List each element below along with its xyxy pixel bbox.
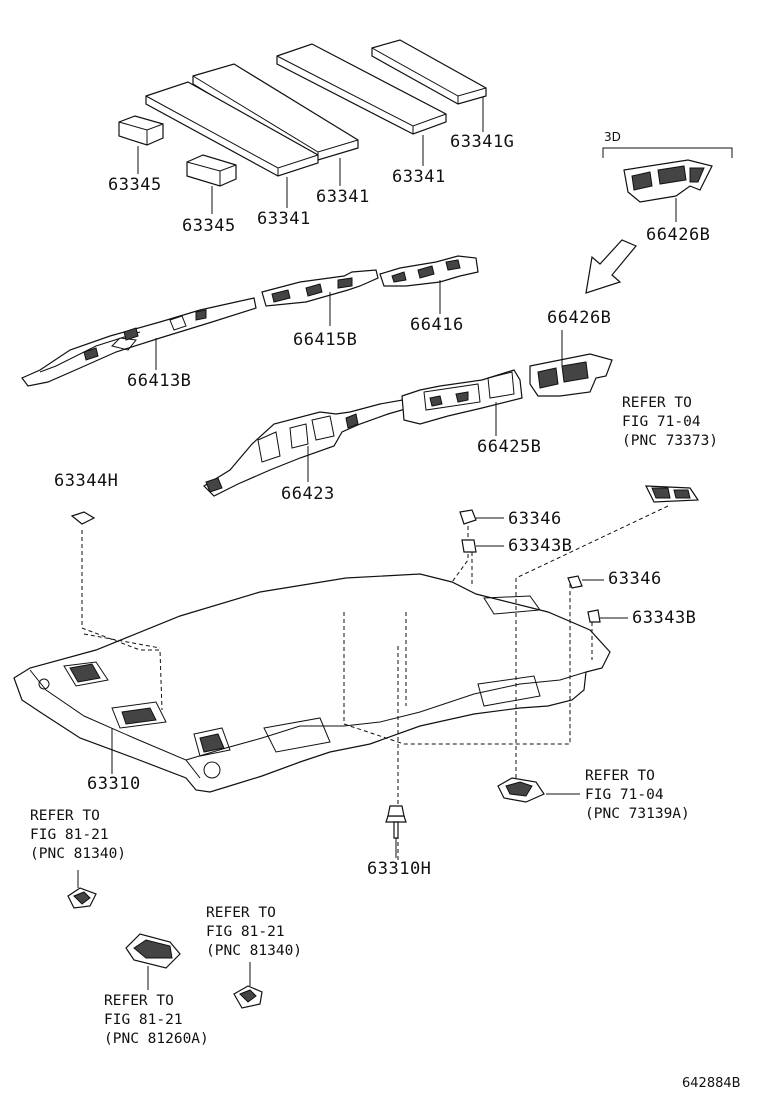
block-63345-lower: [186, 154, 237, 187]
label-66423: 66423: [281, 484, 335, 504]
block-63345-upper: [118, 115, 164, 146]
ref-line: REFER TO: [30, 808, 100, 824]
lamp-73373: [645, 485, 700, 503]
pad-63341-right: [276, 43, 447, 135]
label-63343b-lower: 63343B: [632, 608, 697, 628]
lamp-81260a: [125, 933, 181, 969]
label-group-3d: 3D: [604, 130, 621, 144]
label-63310: 63310: [87, 774, 141, 794]
pad-63341-left: [145, 81, 319, 177]
label-66426b-mid: 66426B: [547, 308, 612, 328]
label-66415b: 66415B: [293, 330, 358, 350]
label-63343b-upper: 63343B: [508, 536, 573, 556]
label-63341-right: 63341: [392, 167, 446, 187]
part-66426b-top: [623, 159, 713, 203]
label-63345-upper: 63345: [108, 175, 162, 195]
clip-63346-upper: [459, 509, 477, 525]
label-66425b: 66425B: [477, 437, 542, 457]
ref-line: FIG 71-04: [585, 787, 664, 803]
ref-pnc-73139a: REFER TO FIG 71-04 (PNC 73139A): [585, 767, 690, 824]
label-63346-lower: 63346: [608, 569, 662, 589]
ref-line: REFER TO: [206, 905, 276, 921]
rail-66416: [379, 255, 479, 287]
headliner-63310: [13, 573, 611, 793]
ref-line: FIG 81-21: [30, 827, 109, 843]
label-66413b: 66413B: [127, 371, 192, 391]
lamp-81340-left: [67, 887, 97, 909]
ref-line: (PNC 81340): [30, 846, 127, 862]
ref-pnc-81260a: REFER TO FIG 81-21 (PNC 81260A): [104, 992, 209, 1049]
ref-line: (PNC 73373): [622, 433, 719, 449]
clip-63344h: [70, 511, 96, 525]
ref-line: REFER TO: [104, 993, 174, 1009]
label-63310h: 63310H: [367, 859, 432, 879]
rail-66425b: [401, 369, 523, 425]
ref-line: FIG 81-21: [206, 924, 285, 940]
label-66416: 66416: [410, 315, 464, 335]
ref-pnc-81340-center: REFER TO FIG 81-21 (PNC 81340): [206, 904, 302, 961]
label-63341g: 63341G: [450, 132, 515, 152]
rail-66423: [203, 397, 417, 497]
ref-line: FIG 81-21: [104, 1012, 183, 1028]
lamp-81340-center: [233, 985, 263, 1009]
rail-66415b: [261, 269, 379, 307]
ref-line: REFER TO: [622, 395, 692, 411]
clip-63346-lower: [567, 575, 583, 589]
lamp-73139a: [497, 777, 545, 803]
label-63346-upper: 63346: [508, 509, 562, 529]
label-66426b-top: 66426B: [646, 225, 711, 245]
ref-line: REFER TO: [585, 768, 655, 784]
ref-line: (PNC 73139A): [585, 806, 690, 822]
label-63345-lower: 63345: [182, 216, 236, 236]
ref-pnc-73373: REFER TO FIG 71-04 (PNC 73373): [622, 394, 718, 451]
rail-66426b-mid: [529, 353, 613, 397]
clip-63343b-lower: [587, 609, 601, 623]
pad-63341g: [371, 39, 487, 105]
label-63341-left: 63341: [257, 209, 311, 229]
screw-63310h: [385, 805, 407, 839]
rail-66413b: [21, 297, 257, 387]
ref-line: (PNC 81340): [206, 943, 303, 959]
label-63341-center: 63341: [316, 187, 370, 207]
figure-id: 642884B: [682, 1076, 741, 1091]
clip-63343b-upper: [461, 539, 477, 553]
ref-line: (PNC 81260A): [104, 1031, 209, 1047]
ref-line: FIG 71-04: [622, 414, 701, 430]
label-63344h: 63344H: [54, 471, 119, 491]
ref-pnc-81340-left: REFER TO FIG 81-21 (PNC 81340): [30, 807, 126, 864]
